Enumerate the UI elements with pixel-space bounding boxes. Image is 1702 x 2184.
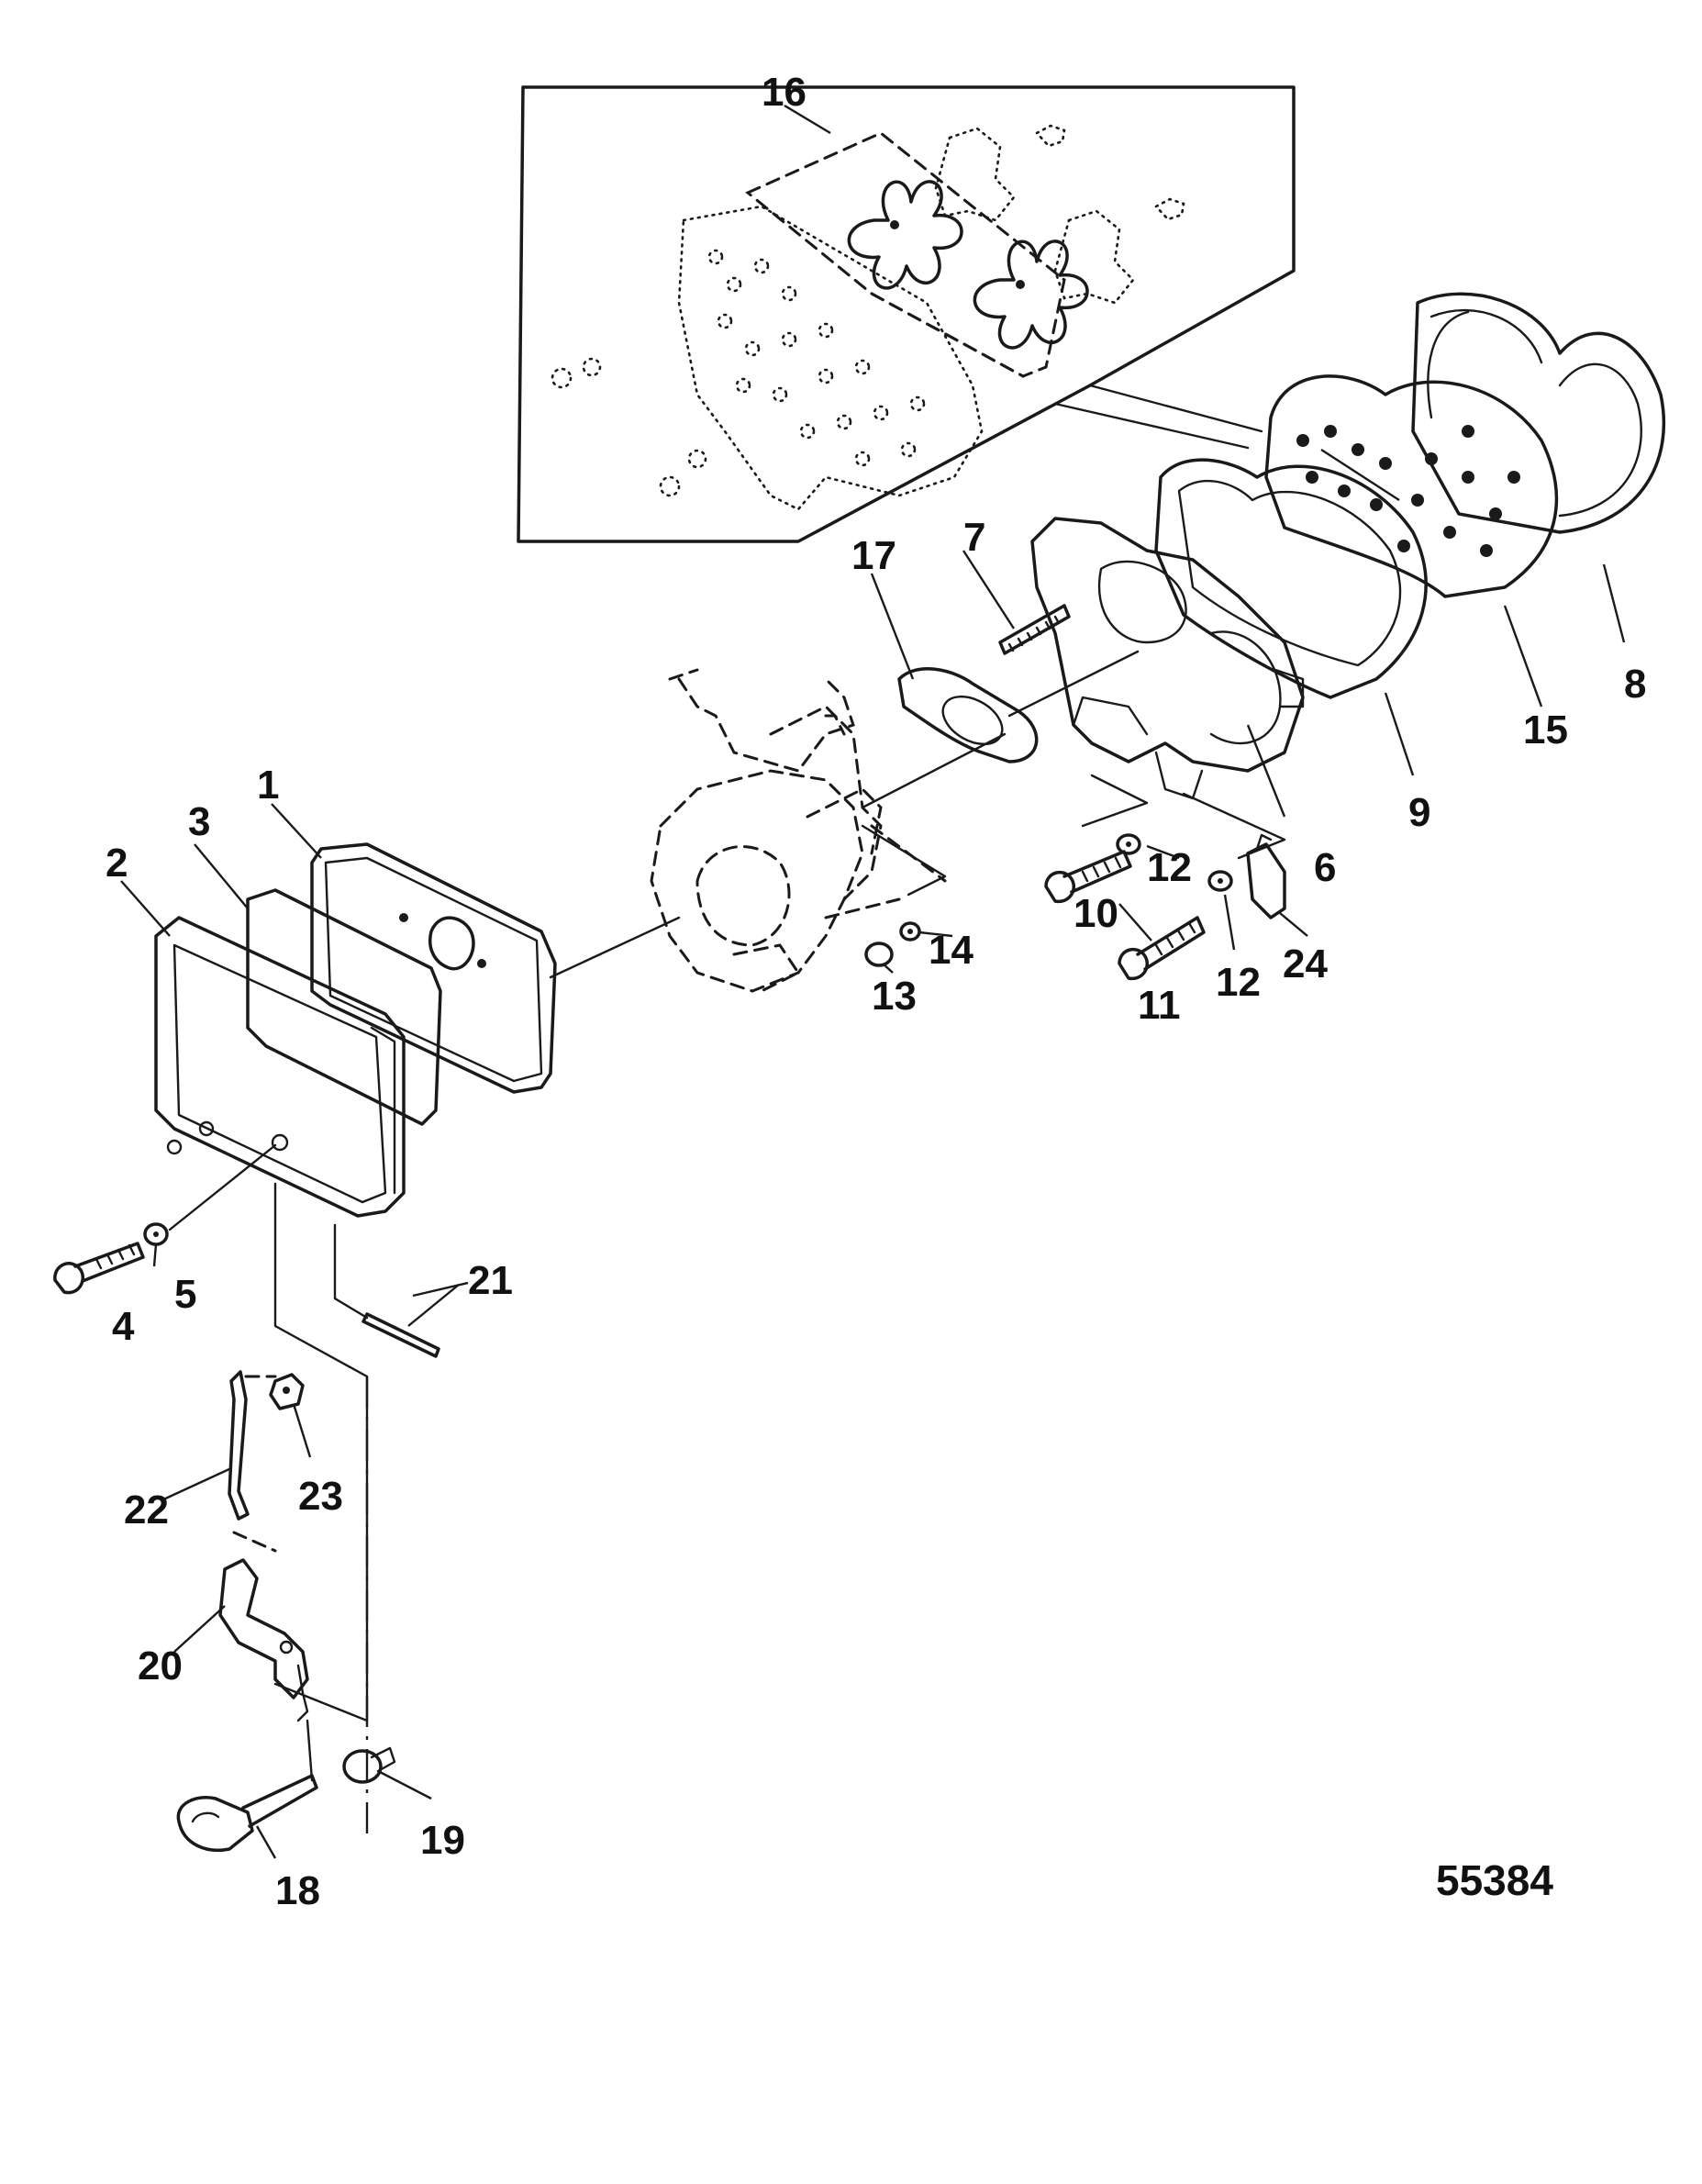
callout-12a: 12 — [1147, 845, 1192, 890]
callout-12b: 12 — [1216, 960, 1261, 1005]
gasket-3 — [246, 888, 442, 1126]
reed-plate-holes — [1296, 425, 1520, 557]
callout-3: 3 — [188, 799, 210, 844]
callout-17: 17 — [851, 533, 896, 578]
callout-19: 19 — [420, 1818, 465, 1863]
washer-12b — [1207, 870, 1233, 892]
callout-18: 18 — [275, 1868, 320, 1913]
nut-13 — [864, 942, 894, 967]
callout-20: 20 — [138, 1644, 183, 1688]
callout-labels: 1 2 3 4 5 6 7 8 9 10 11 12 12 13 14 15 1… — [106, 70, 1646, 1913]
gasket-8 — [1411, 292, 1666, 534]
washer-19 — [342, 1746, 396, 1784]
callout-15: 15 — [1523, 708, 1568, 752]
callout-7: 7 — [963, 515, 985, 560]
callout-24: 24 — [1283, 942, 1328, 986]
air-silencer-cover-2 — [154, 916, 406, 1218]
callout-11: 11 — [1138, 983, 1181, 1028]
callout-13: 13 — [872, 974, 917, 1019]
nut-23 — [269, 1373, 305, 1410]
reed-petals-lower — [973, 240, 1089, 350]
callout-23: 23 — [298, 1474, 343, 1519]
stud-7 — [998, 604, 1071, 655]
washer-14 — [899, 921, 921, 942]
adapter-plate-6 — [1030, 517, 1305, 800]
document-number: 55384 — [1436, 1856, 1553, 1904]
washer-12a — [1116, 833, 1141, 855]
callout-9: 9 — [1408, 790, 1430, 835]
callout-8: 8 — [1624, 662, 1646, 707]
callout-10: 10 — [1073, 891, 1118, 936]
clip-24 — [1246, 833, 1286, 919]
reed-plate-15 — [1264, 374, 1559, 598]
screw-11 — [1118, 916, 1206, 981]
callout-leaders — [120, 104, 1626, 1859]
intake-base-1 — [310, 842, 557, 1094]
pin-21 — [362, 1312, 440, 1358]
reed-block-ports — [707, 249, 926, 467]
callout-14: 14 — [929, 928, 973, 973]
carburetor-reference — [650, 668, 947, 993]
screw-10 — [1044, 850, 1132, 904]
screw-4 — [53, 1242, 145, 1295]
reed-valve-inset — [517, 85, 1296, 543]
callout-5: 5 — [174, 1272, 196, 1317]
gasket-17 — [897, 667, 1039, 763]
throttle-lever-20 — [218, 1558, 309, 1722]
callout-21: 21 — [468, 1258, 513, 1303]
callout-16: 16 — [762, 70, 807, 115]
callout-4: 4 — [112, 1304, 135, 1349]
washer-5 — [143, 1222, 169, 1246]
callout-6: 6 — [1314, 845, 1336, 890]
reed-petals-upper — [847, 180, 963, 290]
callout-22: 22 — [124, 1488, 169, 1532]
knob-18 — [176, 1774, 318, 1852]
callout-1: 1 — [257, 763, 279, 808]
link-rod-22 — [228, 1370, 250, 1521]
callout-2: 2 — [106, 841, 128, 886]
